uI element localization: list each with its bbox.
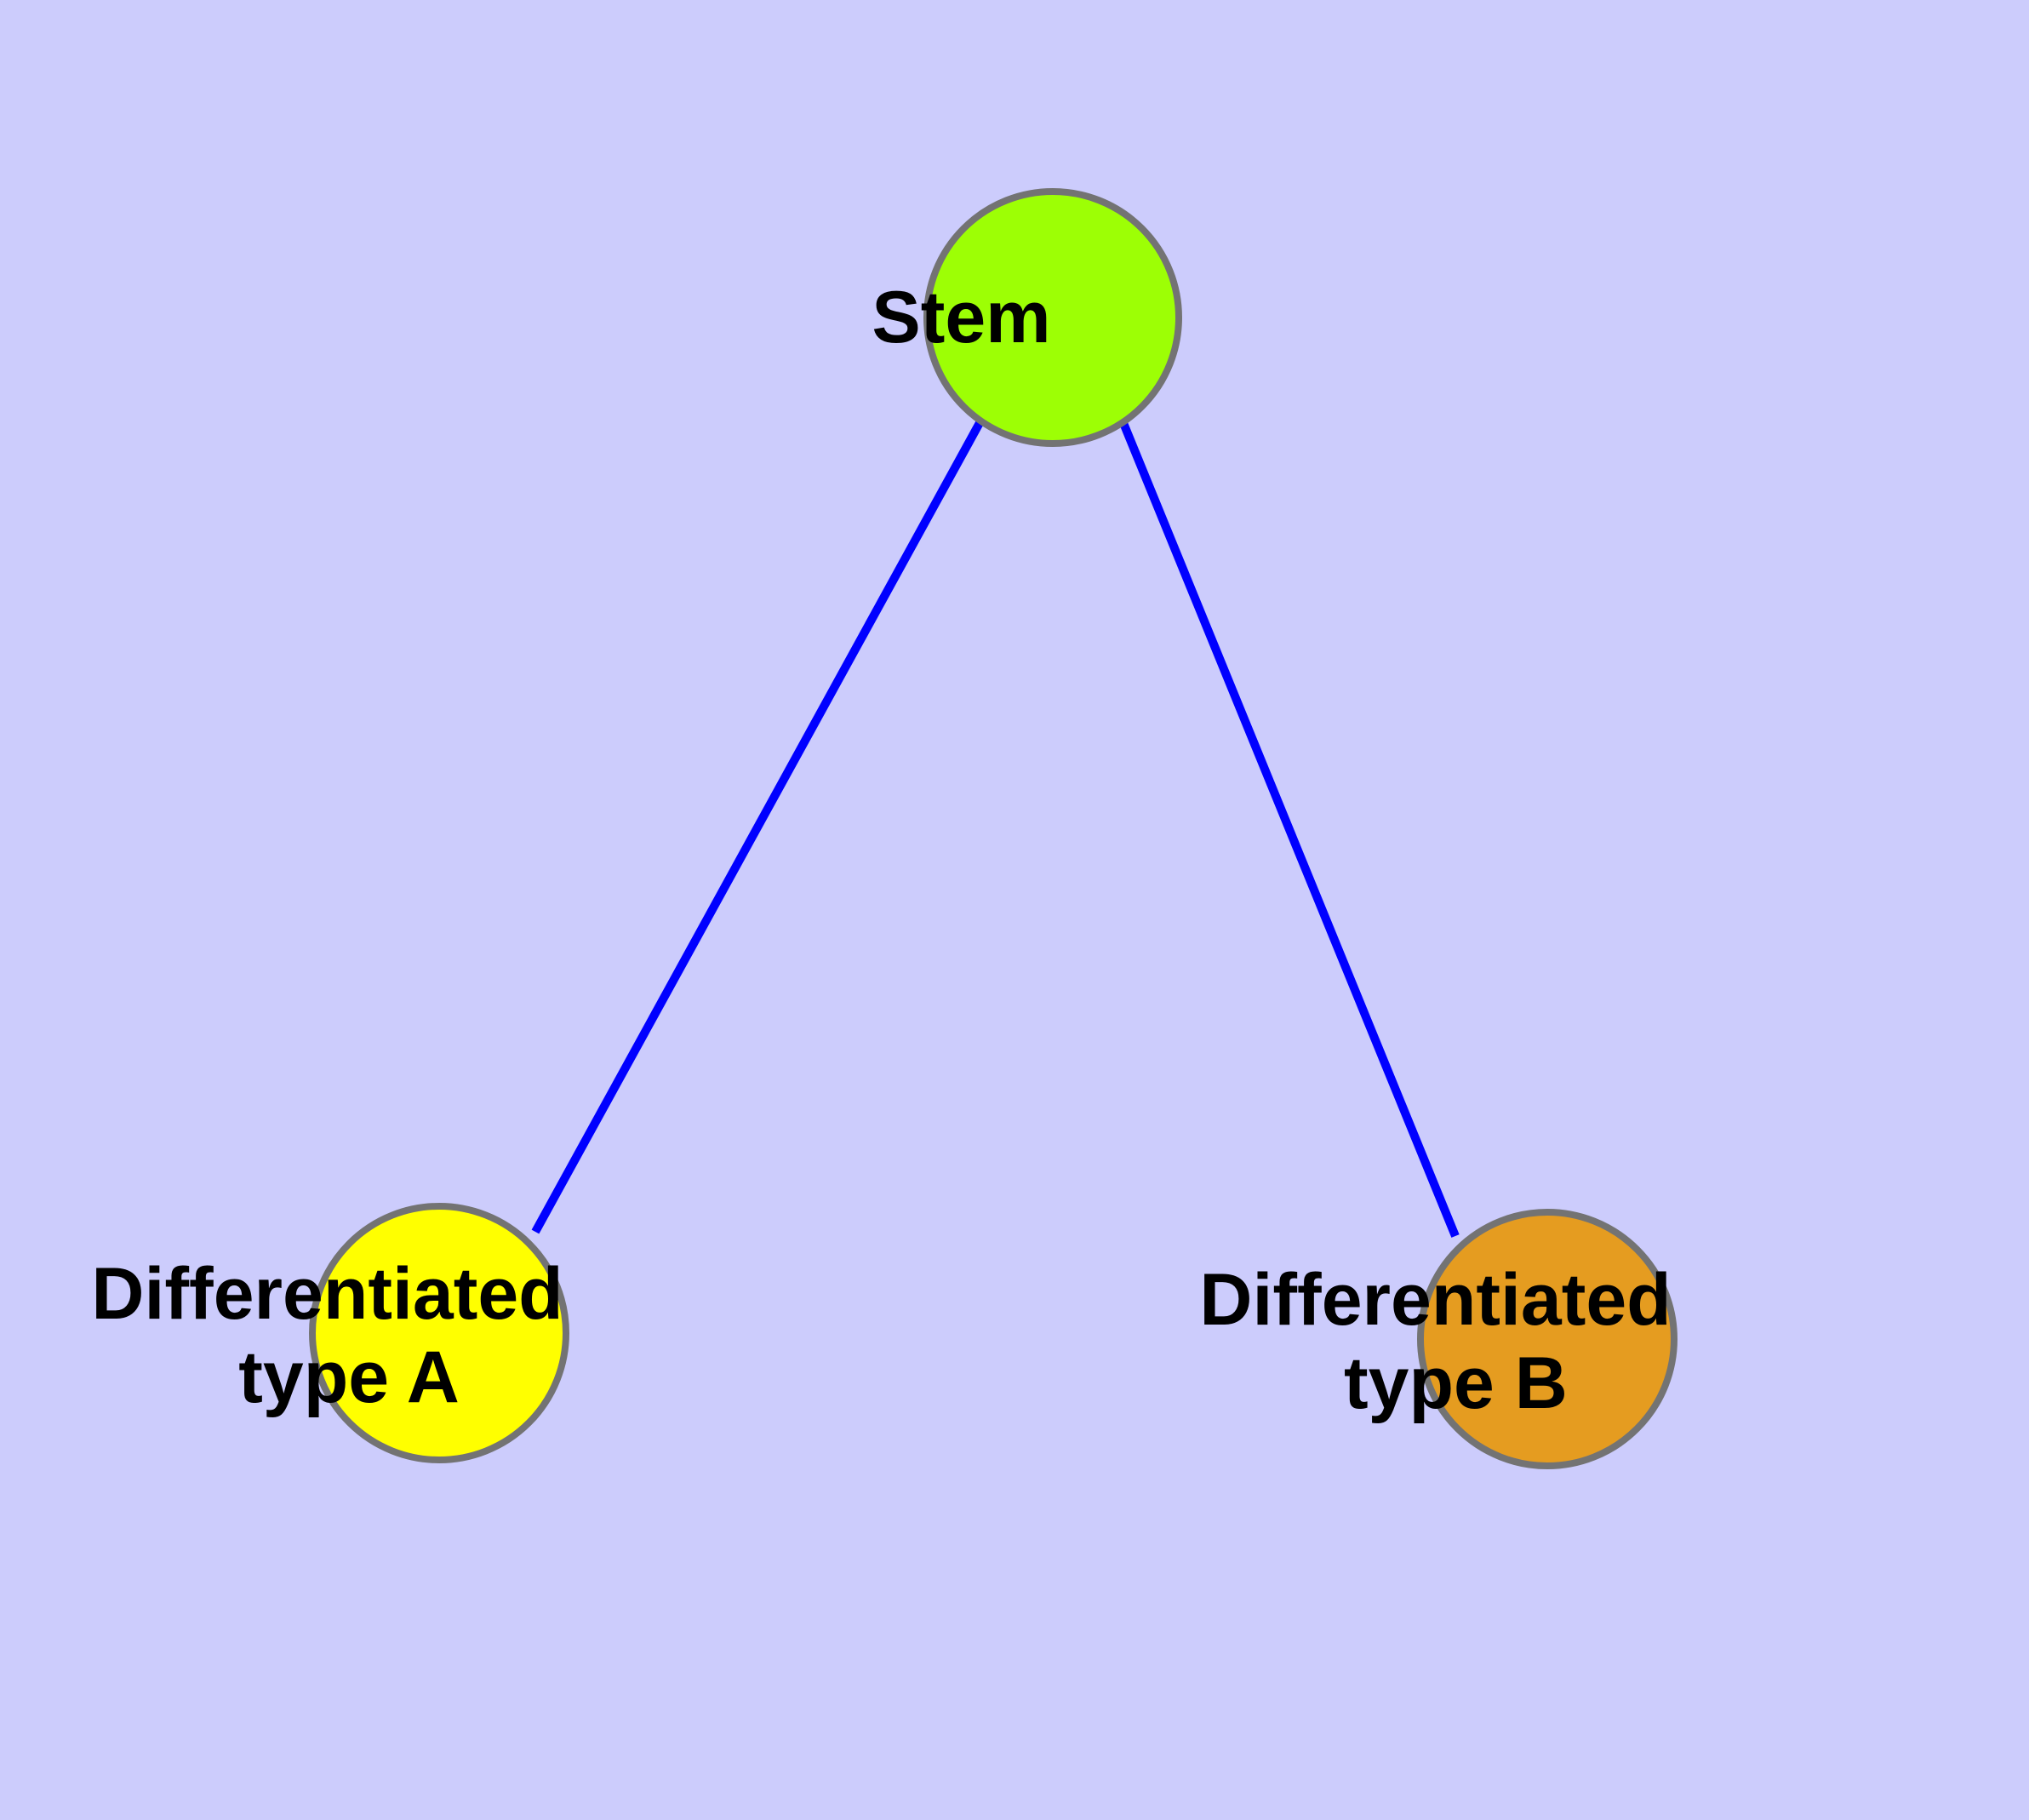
node-differentiated-type-a-circle[interactable] — [309, 1203, 569, 1463]
node-stem[interactable]: Stem — [872, 188, 1233, 447]
node-layer: Stem Differentiated type A Differentiate… — [91, 188, 1895, 1469]
edge-layer — [531, 419, 1460, 1238]
node-differentiated-type-a-label-line-2: type A — [238, 1336, 458, 1418]
node-differentiated-type-b-label: Differentiated type B — [1199, 1259, 1895, 1424]
node-stem-label-line-1: Stem — [872, 277, 1050, 358]
node-differentiated-type-b-label-line-2: type B — [1344, 1342, 1568, 1424]
edge-stem-to-differentiated-type-a[interactable] — [531, 419, 985, 1234]
edge-stem-to-differentiated-type-b[interactable] — [1119, 421, 1460, 1238]
node-differentiated-type-b-label-line-1: Differentiated — [1199, 1259, 1671, 1341]
node-stem-label: Stem — [872, 277, 1233, 358]
node-differentiated-type-b[interactable]: Differentiated type B — [1199, 1209, 1895, 1469]
node-differentiated-type-b-circle[interactable] — [1417, 1209, 1677, 1469]
node-differentiated-type-a[interactable]: Differentiated type A — [91, 1203, 786, 1463]
node-differentiated-type-a-label: Differentiated type A — [91, 1253, 786, 1418]
node-differentiated-type-a-label-line-1: Differentiated — [91, 1253, 563, 1335]
node-stem-circle[interactable] — [923, 188, 1182, 447]
